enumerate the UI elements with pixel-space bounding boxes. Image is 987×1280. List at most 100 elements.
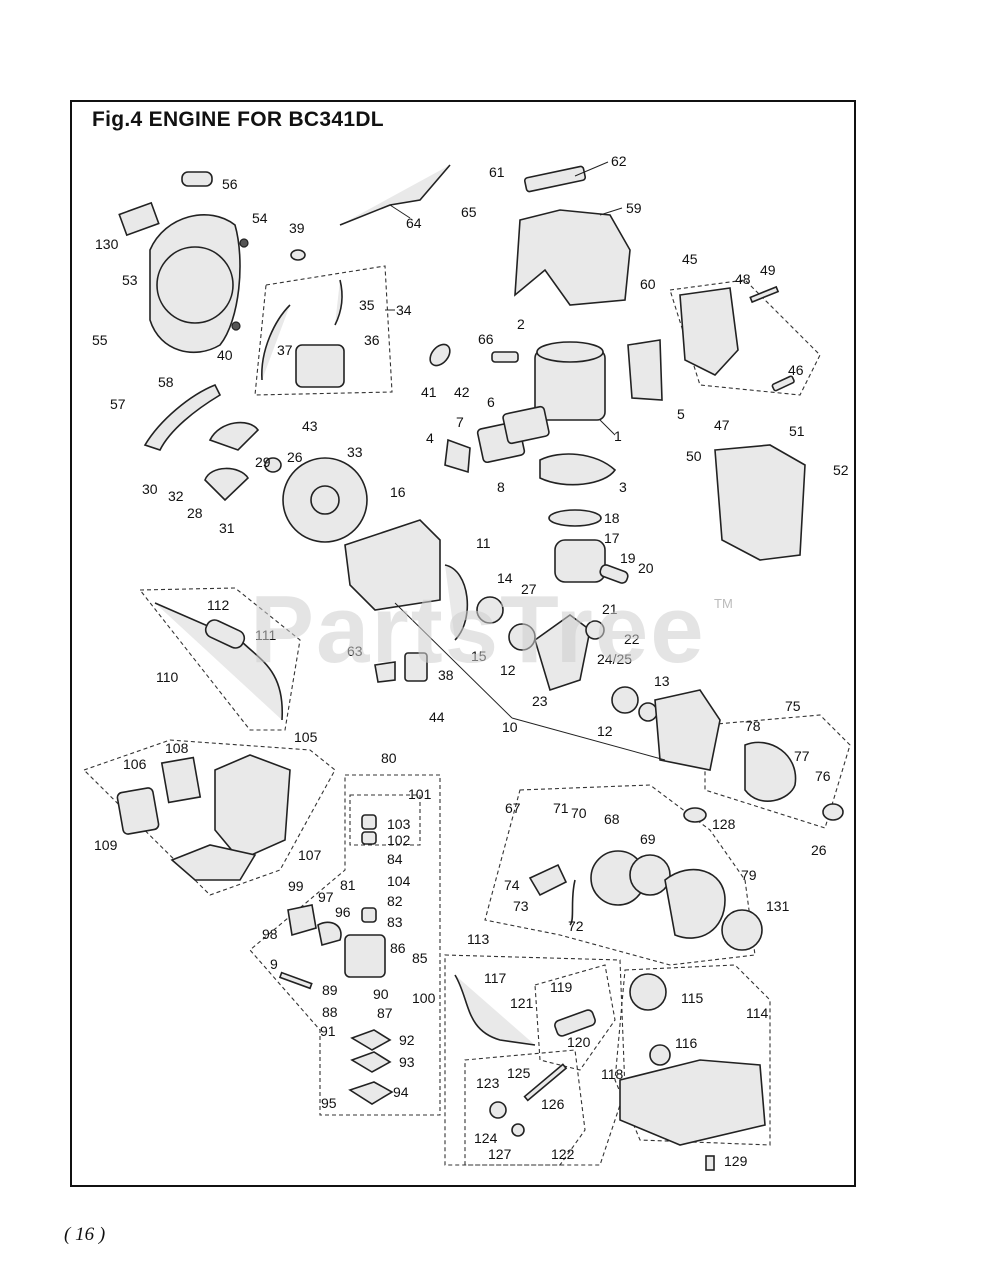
callout-102: 102 [387,832,411,848]
part-128-washer [683,807,707,823]
callout-62: 62 [611,153,627,169]
callout-66: 66 [478,331,494,347]
callout-32: 32 [168,488,184,504]
callout-123: 123 [476,1075,500,1091]
callout-14: 14 [497,570,513,586]
part-40-screw [231,321,241,331]
callout-89: 89 [322,982,338,998]
callout-8: 8 [497,479,505,495]
part-23-crankshaft [534,614,591,692]
part-26-nut [822,803,844,821]
callout-83: 83 [387,914,403,930]
part-49-bolt [749,285,780,304]
callout-50: 50 [686,448,702,464]
callout-91: 91 [320,1023,336,1039]
callout-48: 48 [735,271,751,287]
callout-23: 23 [532,693,548,709]
callout-57: 57 [110,396,126,412]
part-54-screw [239,238,249,248]
part-67-starter-case [664,868,726,939]
part-45-muffler [679,287,739,376]
part-10-crankcase [344,519,441,611]
part-13-seal [638,702,658,722]
leader-10-right [511,717,666,761]
callout-44: 44 [429,709,445,725]
callout-17: 17 [604,530,620,546]
part-119-primer [554,1009,596,1037]
callout-75: 75 [785,698,801,714]
part-11-retainer [444,564,469,641]
callout-1: 1 [614,428,622,444]
part-14-seal [476,596,504,624]
part-26-washer [264,457,282,473]
callout-51: 51 [789,423,805,439]
part-124-weight [511,1123,525,1137]
callout-78: 78 [745,718,761,734]
callout-16: 16 [390,484,406,500]
part-108-filter-element [160,756,202,804]
callout-98: 98 [262,926,278,942]
part-117-fuel-line [454,974,536,1046]
callout-112: 112 [207,597,230,613]
callout-40: 40 [217,347,233,363]
part-29-clutch-shoe [208,421,260,451]
callout-15: 15 [471,648,487,664]
part-10-crankcase-half [654,689,721,771]
part-126-tube [523,1063,568,1102]
callout-4: 4 [426,430,434,446]
callout-26b: 26 [811,842,827,858]
part-103-bushing [361,814,377,830]
part-shapes [116,164,844,1171]
callout-94: 94 [393,1084,409,1100]
group-outline-122 [464,1049,586,1166]
callout-43: 43 [302,418,318,434]
group-outline-45 [669,279,821,396]
part-50-cylinder-shroud [714,444,806,561]
callout-29: 29 [255,454,271,470]
callout-6: 6 [487,394,495,410]
callout-97: 97 [318,889,334,905]
callout-45: 45 [682,251,698,267]
callout-77: 77 [794,748,810,764]
callout-2: 2 [517,316,525,332]
callout-68: 68 [604,811,620,827]
part-66-spark-plug [491,351,519,363]
callout-65: 65 [461,204,477,220]
callout-69: 69 [640,831,656,847]
watermark-tm: TM [714,596,733,611]
callout-37: 37 [277,342,293,358]
callout-5: 5 [677,406,685,422]
callout-7: 7 [456,414,464,430]
callout-47: 47 [714,417,730,433]
callout-127: 127 [488,1146,512,1162]
callout-82: 82 [387,893,403,909]
callout-121: 121 [510,995,534,1011]
callout-119: 119 [550,979,573,995]
figure-frame [70,100,856,1187]
callout-27: 27 [521,581,537,597]
part-105-air-cleaner-body [214,754,291,861]
part-21-bearing [585,620,605,640]
part-94-cover [348,1081,394,1105]
part-72-rope [569,879,576,926]
callout-120: 120 [567,1034,591,1050]
callout-41: 41 [421,384,437,400]
leader-59 [599,207,623,216]
callout-52: 52 [833,462,849,478]
watermark: PartsTree [250,576,706,683]
leader-62 [574,161,609,177]
callout-101: 101 [408,786,432,802]
part-17-piston [554,539,606,583]
callout-55: 55 [92,332,108,348]
callout-67: 67 [505,800,521,816]
callout-53: 53 [122,272,138,288]
callout-107: 107 [298,847,322,863]
group-outline-101 [349,794,421,846]
callout-126: 126 [541,1096,565,1112]
part-56-cap [181,171,213,187]
part-64-wire-harness [339,164,451,226]
callout-39: 39 [289,220,305,236]
group-outline-75 [704,714,851,829]
callout-118: 118 [601,1066,624,1082]
part-28-clutch-shoe [204,467,250,502]
